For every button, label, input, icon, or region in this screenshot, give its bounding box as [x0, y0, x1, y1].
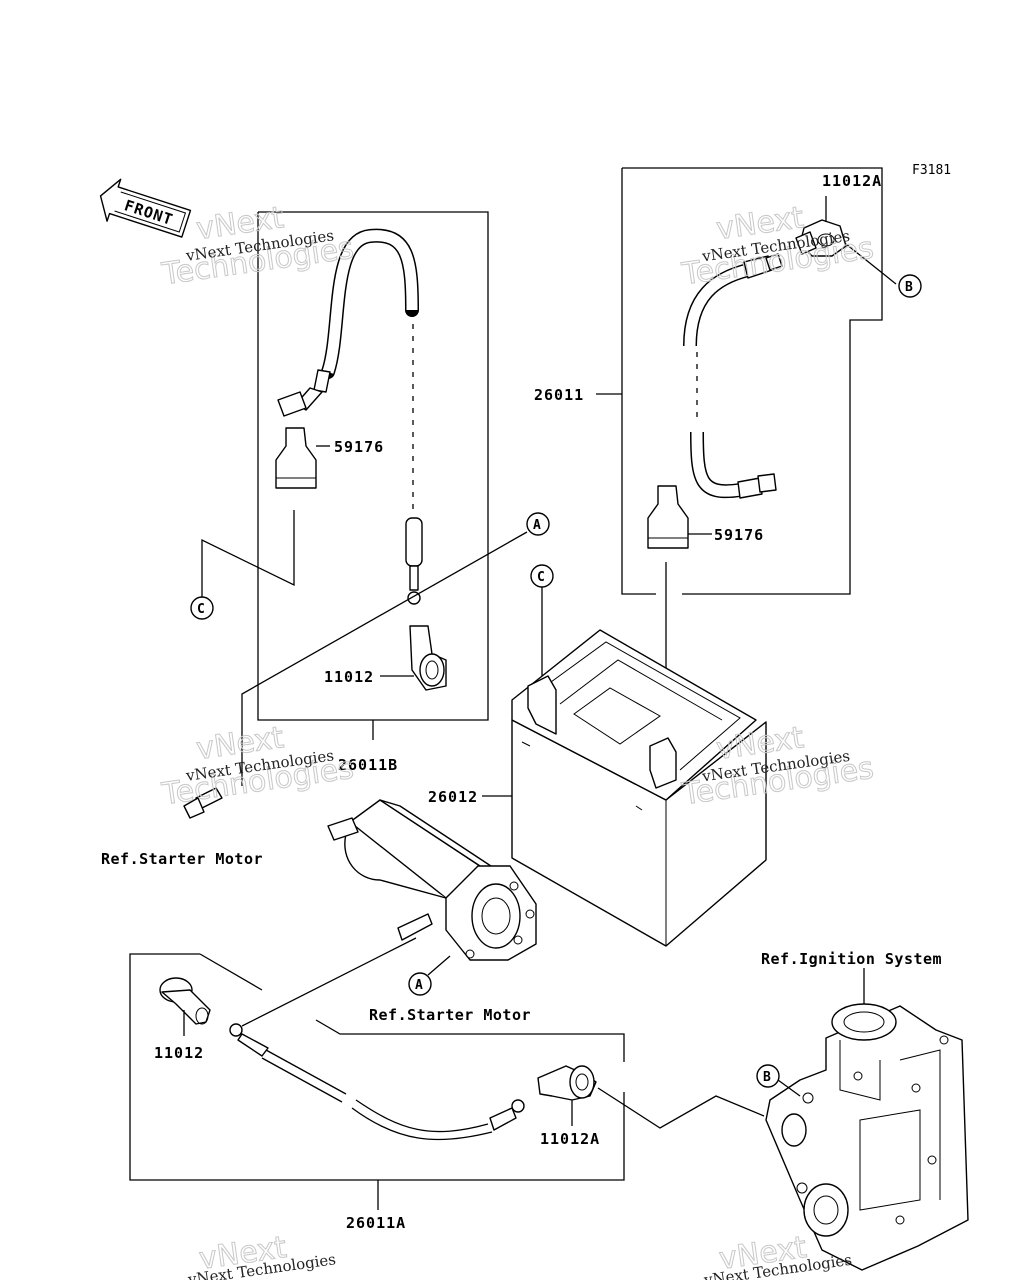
- callout-11012A-top: 11012A: [822, 172, 882, 190]
- ref-ignition-system: Ref.Ignition System: [761, 950, 942, 968]
- callout-26011: 26011: [534, 386, 584, 404]
- callout-11012A-bottom: 11012A: [540, 1130, 600, 1148]
- callout-26012: 26012: [428, 788, 478, 806]
- svg-text:C: C: [537, 570, 545, 585]
- cable-group-26011: [596, 167, 897, 740]
- marker-B-top: B: [898, 274, 922, 298]
- ref-starter-motor-center: Ref.Starter Motor: [369, 1006, 531, 1024]
- marker-C-left: C: [190, 596, 214, 620]
- figure-code: F3181: [912, 163, 951, 178]
- svg-text:B: B: [763, 1070, 771, 1085]
- svg-text:C: C: [197, 602, 205, 617]
- cable-group-26011A: [129, 937, 765, 1210]
- cable-group-26011B: [201, 211, 528, 786]
- svg-text:A: A: [415, 978, 423, 993]
- marker-C-battery: C: [530, 564, 554, 588]
- callout-26011B: 26011B: [338, 756, 398, 774]
- marker-A-bottom: A: [408, 972, 432, 996]
- ref-starter-motor-left: Ref.Starter Motor: [101, 850, 263, 868]
- watermark-mid-left: vNext Technologies vNext Technologies: [159, 720, 357, 813]
- starter-motor: [327, 799, 537, 976]
- battery-26012: [482, 586, 767, 947]
- watermark-top-left: vNext Technologies vNext Technologies: [159, 200, 357, 293]
- callout-26011A: 26011A: [346, 1214, 406, 1232]
- watermark-bottom-left: vNext vNext Technologies: [186, 1229, 337, 1285]
- marker-B-bottom: B: [756, 1064, 780, 1088]
- svg-text:A: A: [533, 518, 541, 533]
- svg-text:B: B: [905, 280, 913, 295]
- callout-59176-right: 59176: [714, 526, 764, 544]
- starter-bolt: [183, 787, 223, 819]
- callout-11012-left: 11012: [324, 668, 374, 686]
- watermark-top-right: vNext Technologies vNext Technologies: [679, 200, 877, 293]
- front-arrow: FRONT: [99, 178, 192, 238]
- ignition-housing: [765, 968, 969, 1271]
- callout-11012-bottom: 11012: [154, 1044, 204, 1062]
- marker-A-top: A: [526, 512, 550, 536]
- callout-59176-left: 59176: [334, 438, 384, 456]
